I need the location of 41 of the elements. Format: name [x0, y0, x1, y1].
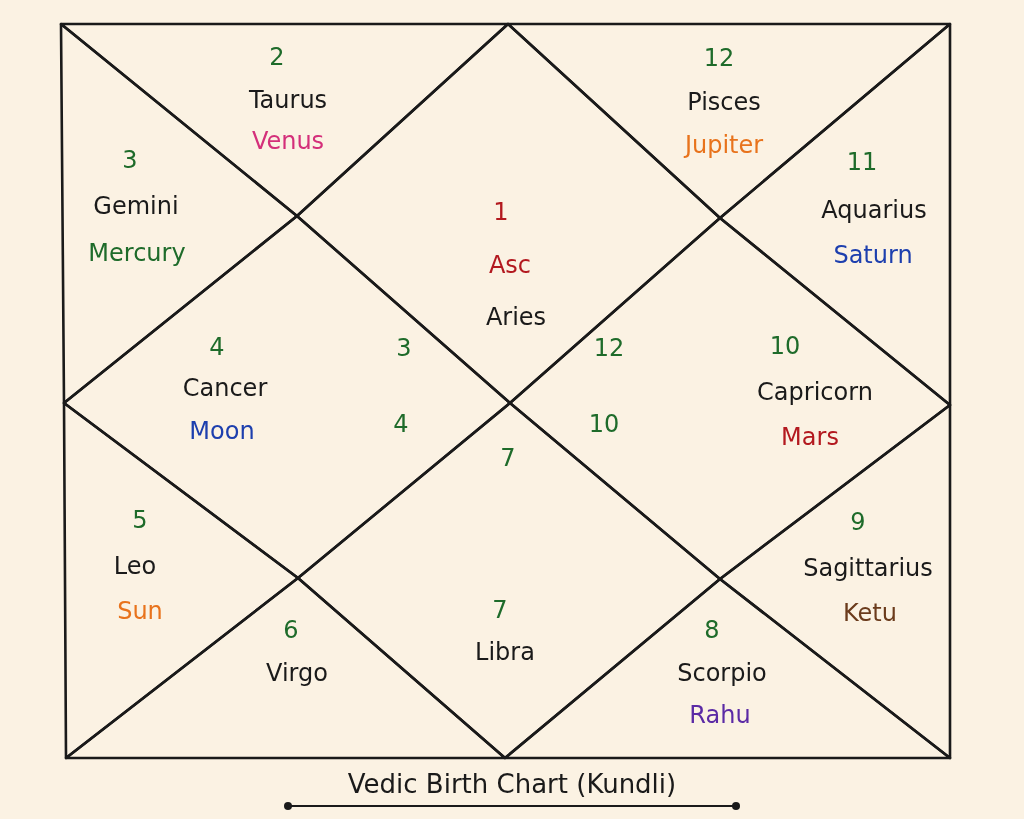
- house-number: 1: [493, 198, 509, 226]
- house-number: 4: [209, 333, 225, 361]
- chart-caption: Vedic Birth Chart (Kundli): [347, 769, 677, 799]
- house-number: 4: [393, 410, 409, 438]
- sign-name: Pisces: [687, 88, 761, 116]
- house-number: 5: [132, 506, 148, 534]
- sign-name: Virgo: [266, 659, 328, 687]
- planet-name: Moon: [189, 417, 255, 445]
- house-number: 11: [846, 148, 878, 176]
- house-number: 9: [850, 508, 866, 536]
- house-number: 8: [704, 616, 720, 644]
- planet-name: Sun: [117, 597, 163, 625]
- planet-name: Rahu: [689, 701, 751, 729]
- house-number: 3: [122, 146, 138, 174]
- ascendant-label: Asc: [488, 251, 532, 279]
- sign-name: Scorpio: [677, 659, 767, 687]
- house-number: 10: [588, 410, 620, 438]
- planet-name: Saturn: [833, 241, 913, 269]
- house-number: 6: [283, 616, 299, 644]
- planet-name: Venus: [251, 127, 325, 155]
- planet-name: Jupiter: [684, 131, 764, 159]
- house-triangle: [505, 21, 953, 221]
- house-number: 7: [500, 444, 516, 472]
- house-number: 10: [769, 332, 801, 360]
- sign-name: Cancer: [182, 374, 268, 402]
- sign-name: Aries: [485, 303, 547, 331]
- sign-name: Libra: [475, 638, 535, 666]
- planet-name: Ketu: [843, 599, 897, 627]
- sign-name: Capricorn: [757, 378, 873, 406]
- house-number: 12: [593, 334, 625, 362]
- sign-name: Aquarius: [821, 196, 927, 224]
- planet-name: Mercury: [88, 239, 186, 267]
- sign-name: Taurus: [248, 86, 328, 114]
- house-number: 7: [492, 596, 508, 624]
- house-number: 12: [703, 44, 735, 72]
- planet-name: Mars: [781, 423, 839, 451]
- sign-name: Sagittarius: [803, 554, 933, 582]
- sign-name: Gemini: [93, 192, 179, 220]
- sign-name: Leo: [113, 552, 157, 580]
- house-number: 2: [269, 43, 285, 71]
- house-number: 3: [396, 334, 412, 362]
